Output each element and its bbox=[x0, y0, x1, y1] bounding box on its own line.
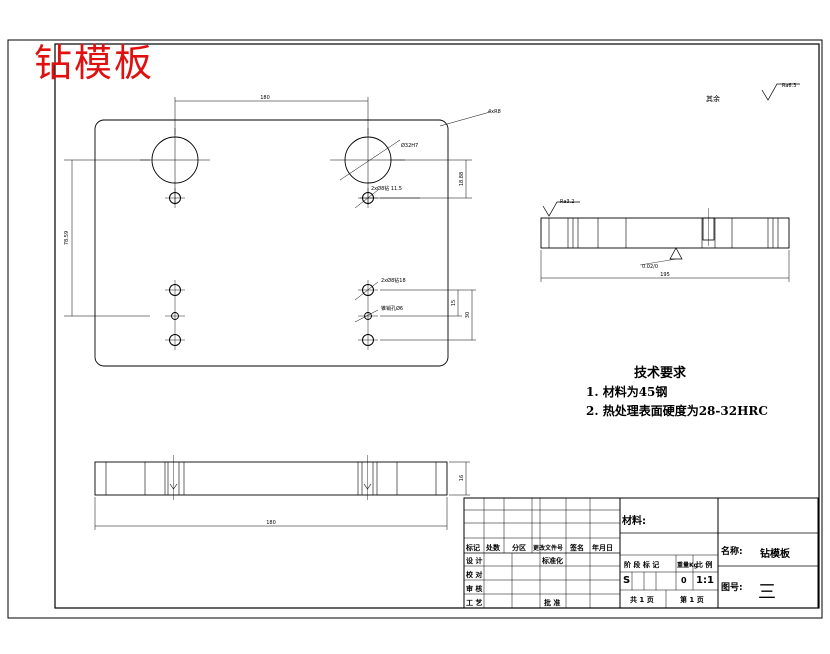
callout-pin-hole: 2xØ8钻18 bbox=[381, 277, 406, 284]
weight-header: 重量Kg bbox=[677, 562, 698, 569]
name-label: 名称: bbox=[721, 547, 743, 557]
drawing-no-value: 三 bbox=[758, 582, 776, 603]
title-block-grid bbox=[463, 497, 819, 609]
reviewer-label: 审 核 bbox=[466, 585, 483, 593]
plan-view bbox=[64, 97, 491, 367]
drawing-no-label: 图号: bbox=[721, 583, 743, 593]
standardize-label: 标准化 bbox=[542, 557, 563, 565]
process-label: 工 艺 bbox=[466, 599, 483, 607]
approve-label: 批 准 bbox=[544, 599, 561, 607]
sheet-number: 第 1 页 bbox=[680, 596, 704, 604]
callout-big-hole: Ø32H7 bbox=[401, 142, 418, 149]
drawing-title: 钻模板 bbox=[34, 41, 155, 85]
tech-line-1: 1. 材料为45钢 bbox=[586, 385, 668, 399]
inner-frame bbox=[54, 43, 820, 609]
callout-bolt-hole: 2xØ8钻 11.5 bbox=[371, 185, 402, 192]
side-view bbox=[540, 201, 790, 282]
dim-side-length: 195 bbox=[660, 272, 670, 278]
scale-header: 比 例 bbox=[696, 561, 713, 569]
roughness-side: Ra3.2 bbox=[560, 199, 574, 205]
stage-header: 阶 段 标 记 bbox=[624, 561, 660, 569]
stage-value: S bbox=[623, 575, 631, 586]
col-header-3: 分区 bbox=[512, 544, 526, 552]
dim-right-upper: 18.88 bbox=[459, 172, 465, 186]
dim-left-height: 78.59 bbox=[64, 231, 70, 245]
roughness-top-right: Ra6.3 bbox=[782, 83, 796, 89]
dim-bottom-length: 180 bbox=[266, 520, 276, 526]
callout-datum: 0.02/0 bbox=[642, 264, 658, 270]
weight-value: 0 bbox=[681, 576, 687, 585]
tech-title: 技术要求 bbox=[634, 366, 687, 381]
dim-bottom-thick: 16 bbox=[459, 475, 465, 481]
checker-label: 校 对 bbox=[466, 571, 483, 579]
front-view-labels: 180 16 bbox=[266, 475, 465, 526]
tech-line-2: 2. 热处理表面硬度为28-32HRC bbox=[586, 404, 768, 418]
col-header-5: 签名 bbox=[570, 544, 584, 552]
plan-view-labels: 180 78.59 18.88 15 30 4xR8 Ø32H7 2xØ8钻 1… bbox=[64, 95, 501, 318]
col-header-1: 标记 bbox=[466, 544, 480, 552]
scale-value: 1:1 bbox=[696, 575, 714, 586]
col-header-4: 更改文件号 bbox=[533, 545, 564, 552]
dim-right-low2: 30 bbox=[465, 312, 471, 318]
dim-top-width: 180 bbox=[260, 95, 270, 101]
tech-requirements: 技术要求 1. 材料为45钢 2. 热处理表面硬度为28-32HRC bbox=[586, 362, 768, 419]
callout-corner: 4xR8 bbox=[488, 109, 501, 115]
callout-pin-hole2: 锥销孔Ø6 bbox=[381, 305, 403, 312]
name-value: 钻模板 bbox=[760, 549, 790, 560]
sheets-total: 共 1 页 bbox=[630, 596, 654, 604]
designer-label: 设 计 bbox=[466, 557, 483, 565]
plate-outline bbox=[94, 119, 449, 367]
col-header-2: 处数 bbox=[486, 544, 500, 552]
outer-frame bbox=[7, 39, 823, 619]
front-view bbox=[94, 455, 470, 530]
side-view-labels: Ra3.2 0.02/0 195 bbox=[560, 199, 670, 278]
col-header-6: 年月日 bbox=[592, 544, 613, 552]
remaining-surface-label: 其余 bbox=[706, 94, 720, 103]
material-label: 材料: bbox=[622, 516, 646, 527]
roughness-symbol-top bbox=[761, 83, 800, 101]
dim-right-low1: 15 bbox=[451, 300, 457, 306]
